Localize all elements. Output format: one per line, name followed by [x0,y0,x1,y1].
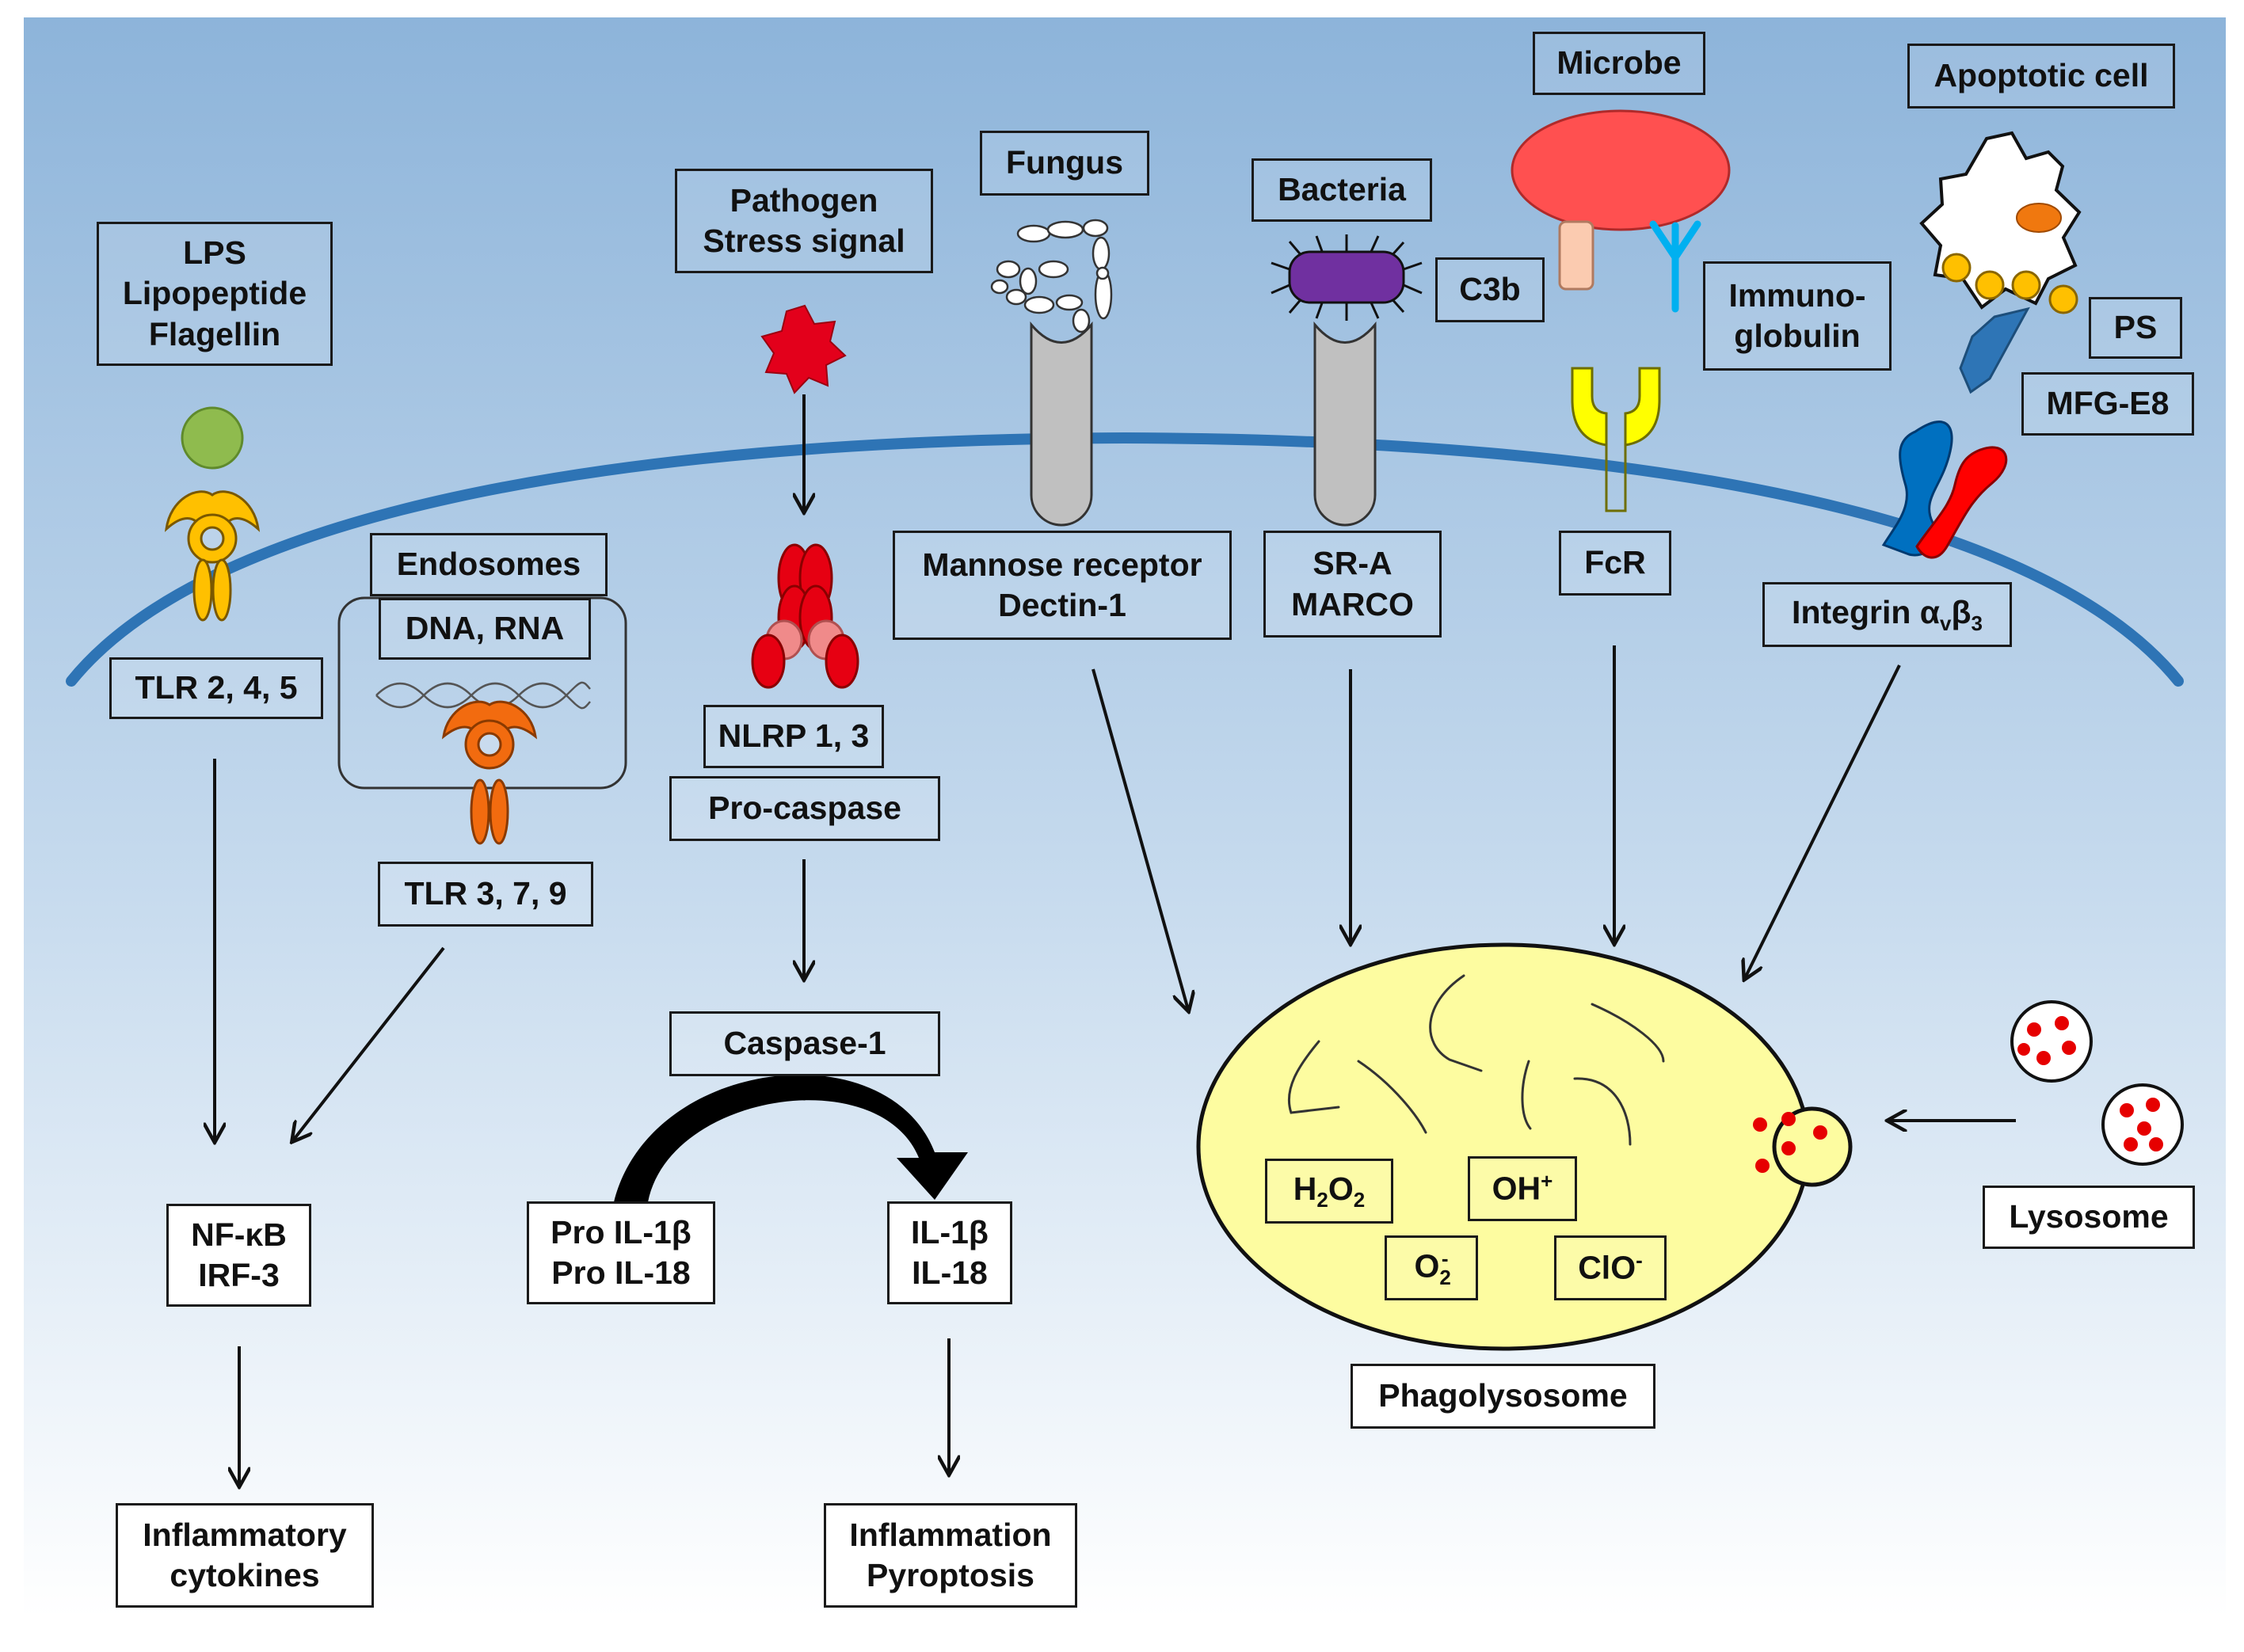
label-dna-rna: DNA, RNA [379,598,591,660]
label-tlr245: TLR 2, 4, 5 [109,657,323,719]
label-caspase1: Caspase-1 [669,1011,940,1076]
label-sra-marco: SR-A MARCO [1263,531,1442,638]
lysosome-granules [1753,1112,1827,1173]
lysosome-icon-1 [2010,1000,2093,1083]
mannose-receptor-icon [1030,321,1093,527]
label-phagolysosome: Phagolysosome [1351,1364,1655,1429]
tlr-surface-icon [164,490,261,622]
label-c3b: C3b [1435,257,1545,322]
label-h2o2: H2O2 [1265,1159,1393,1224]
label-nlrp: NLRP 1, 3 [703,705,884,768]
phagolysosome-fibers [1287,974,1665,1146]
label-irf3: IRF-3 [198,1257,280,1293]
label-immunoglobulin: Immuno- globulin [1703,261,1892,371]
label-globulin: globulin [1734,318,1861,354]
background-panel [24,17,2226,1617]
label-mannose-dectin: Mannose receptor Dectin-1 [893,531,1232,640]
phagolysosome-body [1196,942,1811,1351]
caspase-cleavage-arrow [614,1075,968,1202]
label-inflammation: Inflammation [849,1516,1052,1553]
apoptotic-nucleus-icon [2016,203,2062,233]
label-lps: LPS [183,234,246,272]
ps-molecules-icon [1941,253,2078,314]
label-pyroptosis: Pyroptosis [867,1557,1034,1593]
nlrp-inflammasome-icon [751,543,859,689]
stress-signal-star-icon [760,304,847,394]
label-pro-il18: Pro IL-18 [551,1254,691,1291]
label-mannose-receptor: Mannose receptor [922,546,1202,583]
label-endosomes: Endosomes [370,533,608,596]
label-il1b: IL-1β [911,1213,989,1250]
label-flagellin: Flagellin [148,315,281,352]
label-pathogen: Pathogen [730,181,878,219]
label-integrin: Integrin αvβ3 [1762,582,2012,647]
mfge8-icon [1959,306,2030,394]
label-lysosome: Lysosome [1983,1186,2195,1249]
label-dectin1: Dectin-1 [998,587,1126,623]
label-mfge8: MFG-E8 [2021,372,2194,436]
label-o2-minus: O2- [1385,1235,1478,1300]
arrow-tlr379-to-nfkb [293,946,445,1140]
c3b-icon [1558,220,1594,291]
label-tlr379: TLR 3, 7, 9 [378,862,593,927]
label-il: IL-1β IL-18 [887,1201,1012,1304]
label-cytokines: cytokines [170,1557,320,1593]
label-pathogen-stress: Pathogen Stress signal [675,169,933,273]
fungus-icon [990,219,1113,333]
phagolysosome-bud [1772,1106,1853,1187]
label-fcr: FcR [1559,531,1671,596]
lysosome-icon-2 [2101,1083,2184,1166]
label-microbe: Microbe [1533,32,1705,95]
cell-membrane [66,432,2184,687]
label-procaspase: Pro-caspase [669,776,940,841]
label-marco: MARCO [1291,585,1414,622]
label-inflammation-pyroptosis: Inflammation Pyroptosis [824,1503,1077,1608]
label-pro-il: Pro IL-1β Pro IL-18 [527,1201,715,1304]
immunoglobulin-icon [1649,220,1701,313]
label-fungus: Fungus [980,131,1149,196]
label-lipopeptide: Lipopeptide [122,275,307,312]
label-nfkb-irf3: NF-κB IRF-3 [166,1204,311,1307]
scavenger-receptor-icon [1313,321,1377,527]
arrow-mannose-to-phagolysosome [1092,668,1188,1010]
integrin-beta-icon [1915,446,2008,559]
label-inflammatory-cytokines: Inflammatory cytokines [116,1503,374,1608]
label-immuno: Immuno- [1728,276,1866,314]
label-bacteria: Bacteria [1252,158,1432,222]
label-clo-minus: ClO- [1554,1235,1667,1300]
bacteria-icon [1271,234,1423,321]
label-il18: IL-18 [912,1254,988,1291]
fc-receptor-icon [1571,367,1661,512]
label-pro-il1b: Pro IL-1β [551,1213,691,1250]
label-ps: PS [2089,297,2182,359]
pathway-arrows [215,394,2016,1485]
label-sra: SR-A [1312,545,1392,582]
label-stress-signal: Stress signal [703,223,905,259]
label-apoptotic-cell: Apoptotic cell [1907,44,2175,108]
tlr-endosomal-icon [441,700,538,845]
label-lps-group: LPS Lipopeptide Flagellin [97,222,333,366]
ligand-green-icon [181,406,244,470]
microbe-icon [1511,109,1731,231]
label-nfkb: NF-κB [191,1216,287,1253]
label-inflammatory: Inflammatory [143,1516,347,1553]
arrow-integrin-to-phagolysosome [1745,664,1901,978]
label-oh-plus: OH+ [1468,1156,1577,1221]
